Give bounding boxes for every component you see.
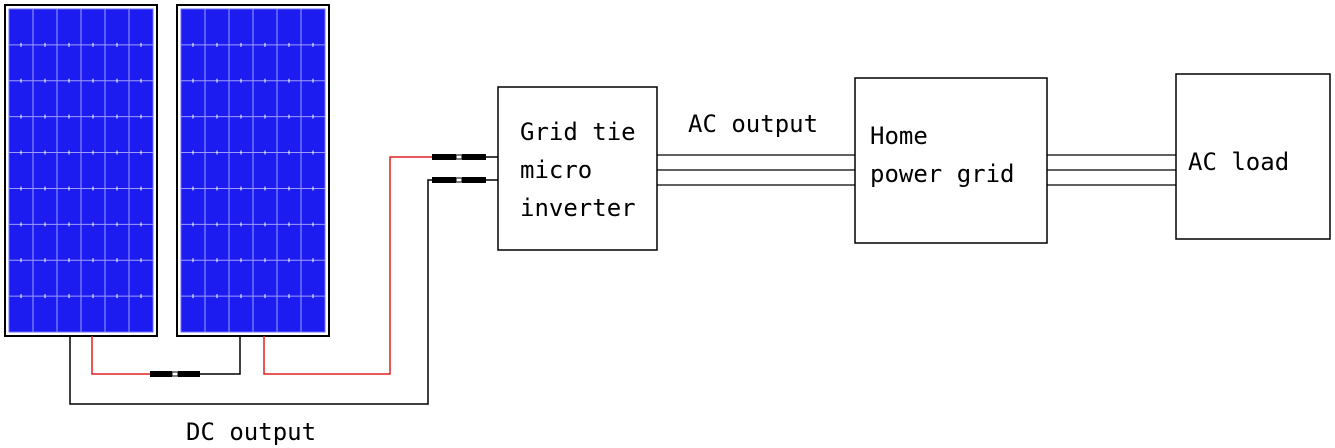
mc4-connector-icon bbox=[150, 371, 200, 377]
ac-output-wires bbox=[657, 154, 855, 186]
mc4-connector-icon bbox=[432, 154, 498, 160]
load-wires bbox=[1047, 154, 1176, 186]
grid-label-line1: Home bbox=[870, 122, 928, 150]
inverter-box: Grid tie micro inverter bbox=[497, 86, 658, 251]
inverter-label-line3: inverter bbox=[520, 194, 636, 222]
inverter-label-line1: Grid tie bbox=[520, 118, 636, 146]
dc-output-label: DC output bbox=[186, 418, 316, 446]
mc4-connector-icon bbox=[432, 177, 498, 183]
home-grid-box: Home power grid bbox=[854, 77, 1048, 244]
panel-interconnect bbox=[91, 336, 241, 377]
solar-panel-right bbox=[176, 4, 330, 337]
ac-load-label: AC load bbox=[1188, 148, 1289, 176]
dc-output-wires bbox=[69, 154, 498, 405]
ac-load-box: AC load bbox=[1175, 73, 1331, 240]
inverter-label-line2: micro bbox=[520, 156, 592, 184]
grid-label-line2: power grid bbox=[870, 160, 1015, 188]
solar-panel-left bbox=[4, 4, 158, 337]
ac-output-label: AC output bbox=[688, 110, 818, 138]
